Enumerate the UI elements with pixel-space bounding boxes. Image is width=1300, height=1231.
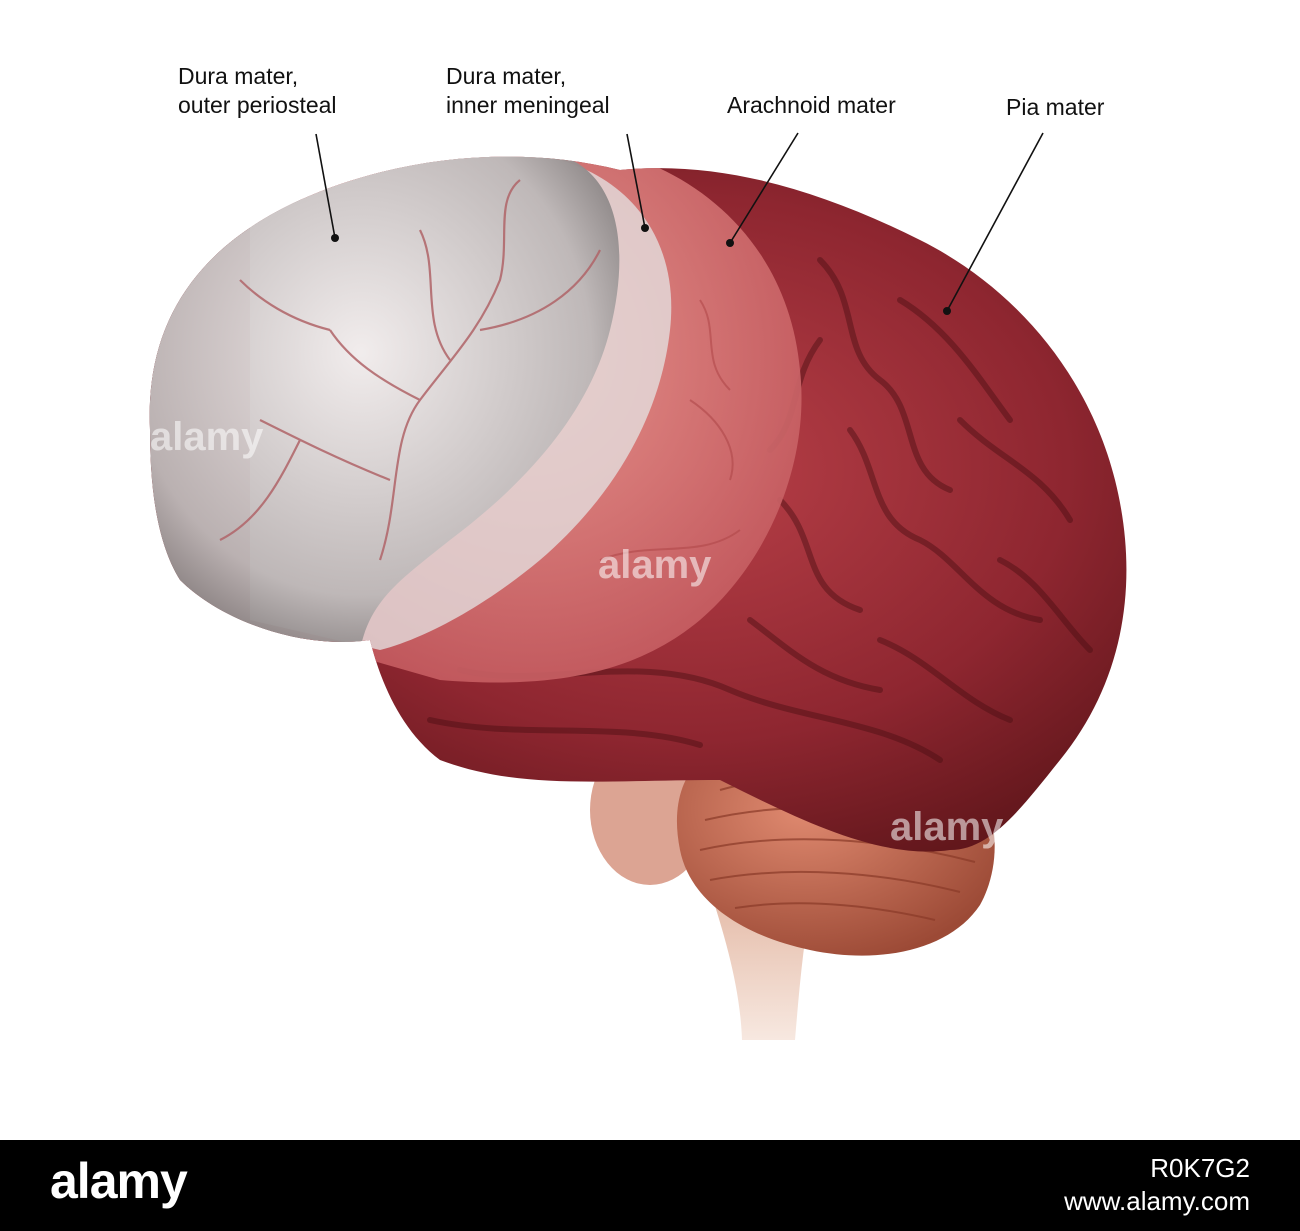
label-arachnoid: Arachnoid mater [727,92,896,118]
alamy-logo[interactable]: alamy [50,1153,188,1209]
label-dura-outer-line1: Dura mater, [178,63,299,89]
watermark: alamy [890,805,1004,849]
leader-line-arachnoid [729,132,799,244]
site-url[interactable]: www.alamy.com [1064,1186,1250,1216]
leader-dots [331,224,951,315]
arachnoid-vessels [599,299,741,561]
watermark: alamy [150,415,264,459]
image-id-block: R0K7G2 www.alamy.com [1064,1152,1250,1218]
leader-lines [315,132,1044,312]
leader-line-dura-inner [626,133,646,229]
brain-meninges-diagram: alamy alamy alamy Dura mater, outer peri… [149,62,1127,1040]
watermark: alamy [598,543,712,587]
footer-bar: alamy R0K7G2 www.alamy.com [0,1140,1300,1231]
label-dura-outer-line2: outer periosteal [178,92,337,118]
label-dura-inner: Dura mater, inner meningeal [446,62,610,120]
label-pia: Pia mater [1006,94,1105,120]
image-id: R0K7G2 [1150,1153,1250,1183]
dura-vessels [219,179,601,561]
label-dura-outer: Dura mater, outer periosteal [178,62,337,120]
leader-line-pia [946,132,1044,312]
dura-outer-layer [149,156,620,650]
watermark-group: alamy alamy alamy [150,415,1004,849]
label-dura-inner-line1: Dura mater, [446,63,567,89]
leader-line-dura-outer [315,133,336,239]
label-dura-inner-line2: inner meningeal [446,92,610,118]
brain-illustration: alamy alamy alamy [149,132,1127,1040]
